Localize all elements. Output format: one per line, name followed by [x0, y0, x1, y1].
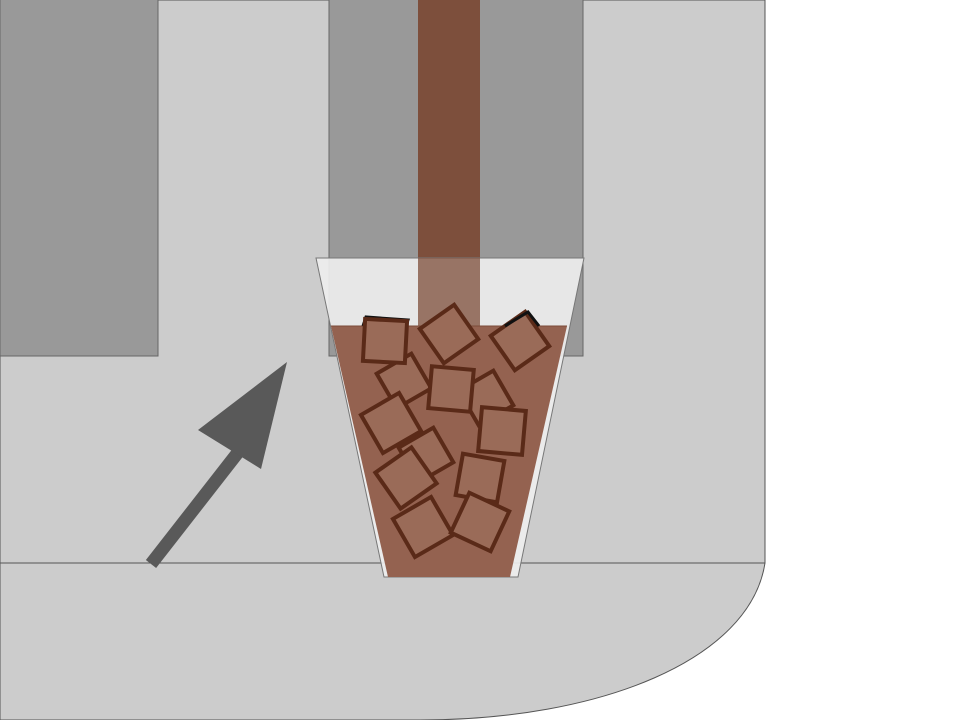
ice-cube — [390, 494, 456, 560]
ice-cube — [360, 316, 410, 366]
ice-cubes — [358, 301, 553, 560]
ice-cube — [448, 490, 512, 554]
arrow-up-right-icon — [145, 362, 287, 568]
ice-cube — [358, 390, 424, 456]
ice-cube — [372, 444, 440, 512]
ice-cube — [426, 364, 476, 414]
left-panel — [0, 0, 159, 357]
ice-cube — [453, 451, 507, 505]
ice-cube-top — [504, 310, 541, 328]
ice-cube — [416, 301, 482, 367]
ice-cube — [475, 404, 529, 458]
